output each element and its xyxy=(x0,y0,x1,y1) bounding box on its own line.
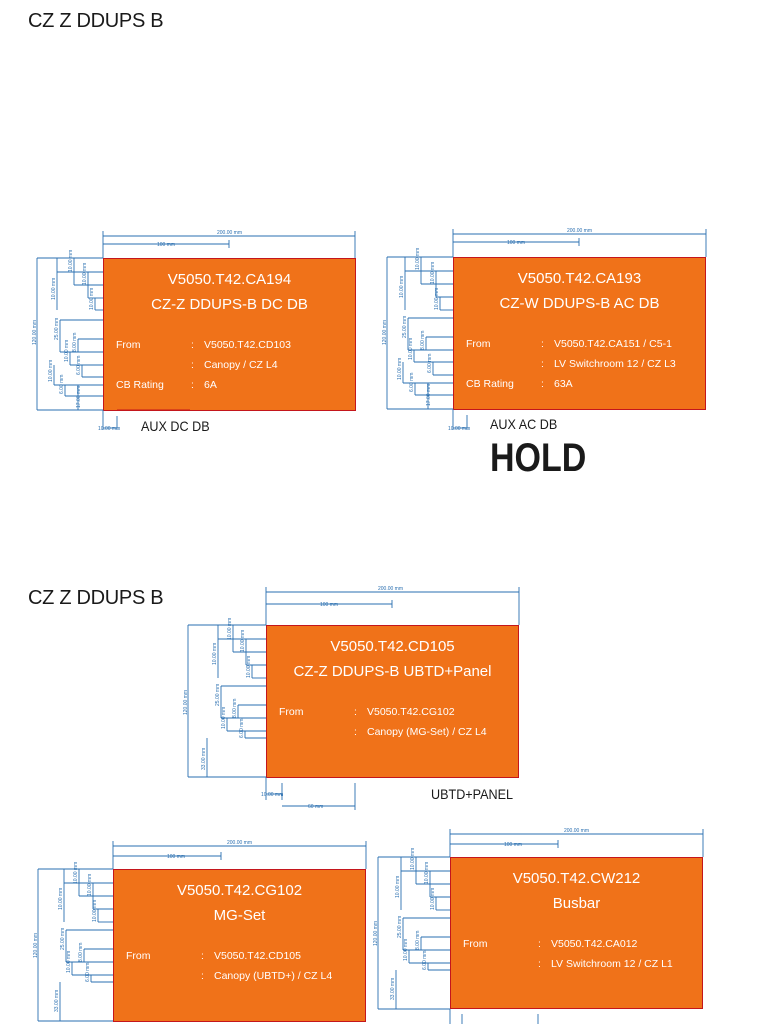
svg-text:25.00 mm: 25.00 mm xyxy=(54,318,60,340)
label-code: V5050.T42.CD105 xyxy=(330,638,455,655)
svg-text:10.00 mm: 10.00 mm xyxy=(98,426,120,432)
svg-text:25.00 mm: 25.00 mm xyxy=(60,928,66,950)
svg-text:120.00 mm: 120.00 mm xyxy=(33,933,39,958)
svg-text:60 mm: 60 mm xyxy=(308,804,323,810)
svg-text:17.00 mm: 17.00 mm xyxy=(426,384,432,406)
section-title-2: CZ Z DDUPS B xyxy=(28,587,164,609)
svg-text:6.00 mm: 6.00 mm xyxy=(422,951,428,970)
svg-text:10.00 mm: 10.00 mm xyxy=(73,862,79,884)
svg-text:8.00 mm: 8.00 mm xyxy=(415,931,421,950)
svg-text:10.00 mm: 10.00 mm xyxy=(246,656,252,678)
svg-text:33.00 mm: 33.00 mm xyxy=(54,990,60,1012)
svg-text:10.00 mm: 10.00 mm xyxy=(430,262,436,284)
label-plate-cw212: V5050.T42.CW212 Busbar From:V5050.T42.CA… xyxy=(450,857,703,1009)
svg-text:10.00 mm: 10.00 mm xyxy=(68,250,74,272)
hold-text: HOLD xyxy=(490,436,587,480)
svg-text:10.00 mm: 10.00 mm xyxy=(448,426,470,432)
svg-text:8.00 mm: 8.00 mm xyxy=(232,699,238,718)
label-code: V5050.T42.CA193 xyxy=(517,270,642,287)
label-plate-ca193: V5050.T42.CA193 CZ-W DDUPS-B AC DB From:… xyxy=(453,257,706,410)
svg-text:10.00 mm: 10.00 mm xyxy=(66,951,72,973)
label-name: CZ-W DDUPS-B AC DB xyxy=(499,295,660,312)
label-caption: AUX AC DB xyxy=(490,416,558,432)
label-code: V5050.T42.CG102 xyxy=(176,882,303,899)
svg-text:8.00 mm: 8.00 mm xyxy=(420,331,426,350)
svg-text:120.00 mm: 120.00 mm xyxy=(382,320,388,345)
svg-text:10.00 mm: 10.00 mm xyxy=(397,358,403,380)
svg-text:10.00 mm: 10.00 mm xyxy=(92,900,98,922)
label-plate-cd105: V5050.T42.CD105 CZ-Z DDUPS-B UBTD+Panel … xyxy=(266,625,519,778)
svg-text:25.00 mm: 25.00 mm xyxy=(402,316,408,338)
svg-text:120.00 mm: 120.00 mm xyxy=(373,921,379,946)
label-name: CZ-Z DDUPS-B UBTD+Panel xyxy=(293,663,492,680)
svg-text:6.00 mm: 6.00 mm xyxy=(59,375,65,394)
svg-text:10.00 mm: 10.00 mm xyxy=(434,288,440,310)
svg-text:100 mm: 100 mm xyxy=(504,842,522,848)
svg-text:33.00 mm: 33.00 mm xyxy=(390,978,396,1000)
svg-text:10.00 mm: 10.00 mm xyxy=(89,288,95,310)
svg-text:200.00 mm: 200.00 mm xyxy=(564,828,589,834)
svg-text:33.00 mm: 33.00 mm xyxy=(201,748,207,770)
svg-text:10.00 mm: 10.00 mm xyxy=(58,888,64,910)
svg-text:10.00 mm: 10.00 mm xyxy=(261,792,283,798)
svg-text:10.00 mm: 10.00 mm xyxy=(415,248,421,270)
label-plate-ca194: V5050.T42.CA194 CZ-Z DDUPS-B DC DB From:… xyxy=(103,258,356,411)
svg-text:10.00 mm: 10.00 mm xyxy=(51,278,57,300)
svg-text:10.00 mm: 10.00 mm xyxy=(410,848,416,870)
section-title-1: CZ Z DDUPS B xyxy=(28,10,164,32)
svg-text:200.00 mm: 200.00 mm xyxy=(227,840,252,846)
svg-text:10.00 mm: 10.00 mm xyxy=(221,707,227,729)
svg-text:200.00 mm: 200.00 mm xyxy=(378,586,403,592)
svg-text:6.00 mm: 6.00 mm xyxy=(427,354,433,373)
svg-text:10.00 mm: 10.00 mm xyxy=(64,340,70,362)
svg-text:10.00 mm: 10.00 mm xyxy=(87,874,93,896)
svg-text:6.00 mm: 6.00 mm xyxy=(239,719,245,738)
svg-text:100 mm: 100 mm xyxy=(157,242,175,248)
svg-text:25.00 mm: 25.00 mm xyxy=(215,684,221,706)
svg-text:8.00 mm: 8.00 mm xyxy=(72,333,78,352)
svg-text:100 mm: 100 mm xyxy=(167,854,185,860)
svg-text:10.00 mm: 10.00 mm xyxy=(430,888,436,910)
label-code: V5050.T42.CW212 xyxy=(512,870,641,887)
svg-text:10.00 mm: 10.00 mm xyxy=(395,876,401,898)
svg-text:25.00 mm: 25.00 mm xyxy=(397,916,403,938)
label-name: CZ-Z DDUPS-B DC DB xyxy=(151,296,308,313)
svg-text:120.00 mm: 120.00 mm xyxy=(183,690,189,715)
svg-text:100 mm: 100 mm xyxy=(320,602,338,608)
svg-text:200.00 mm: 200.00 mm xyxy=(567,228,592,234)
svg-text:6.00 mm: 6.00 mm xyxy=(76,356,82,375)
svg-text:200.00 mm: 200.00 mm xyxy=(217,230,242,236)
svg-text:10.00 mm: 10.00 mm xyxy=(212,643,218,665)
svg-text:120.00 mm: 120.00 mm xyxy=(32,320,38,345)
label-caption: UBTD+PANEL xyxy=(431,786,514,802)
svg-text:10.00 mm: 10.00 mm xyxy=(399,276,405,298)
svg-text:10.00 mm: 10.00 mm xyxy=(408,338,414,360)
svg-text:100 mm: 100 mm xyxy=(507,240,525,246)
svg-text:10.00 mm: 10.00 mm xyxy=(240,630,246,652)
svg-text:10.00 mm: 10.00 mm xyxy=(403,939,409,961)
svg-text:6.00 mm: 6.00 mm xyxy=(85,963,91,982)
svg-text:17.00 mm: 17.00 mm xyxy=(76,386,82,408)
label-caption: AUX DC DB xyxy=(141,418,210,434)
svg-text:6.00 mm: 6.00 mm xyxy=(409,373,415,392)
svg-text:10.00 mm: 10.00 mm xyxy=(48,360,54,382)
svg-text:8.00 mm: 8.00 mm xyxy=(78,943,84,962)
label-plate-cg102: V5050.T42.CG102 MG-Set From:V5050.T42.CD… xyxy=(113,869,366,1022)
svg-text:10.00 mm: 10.00 mm xyxy=(82,263,88,285)
label-code: V5050.T42.CA194 xyxy=(167,271,292,288)
label-name: MG-Set xyxy=(213,907,266,924)
label-name: Busbar xyxy=(552,895,601,912)
svg-text:10.00 mm: 10.00 mm xyxy=(227,618,233,640)
svg-text:10.00 mm: 10.00 mm xyxy=(424,862,430,884)
